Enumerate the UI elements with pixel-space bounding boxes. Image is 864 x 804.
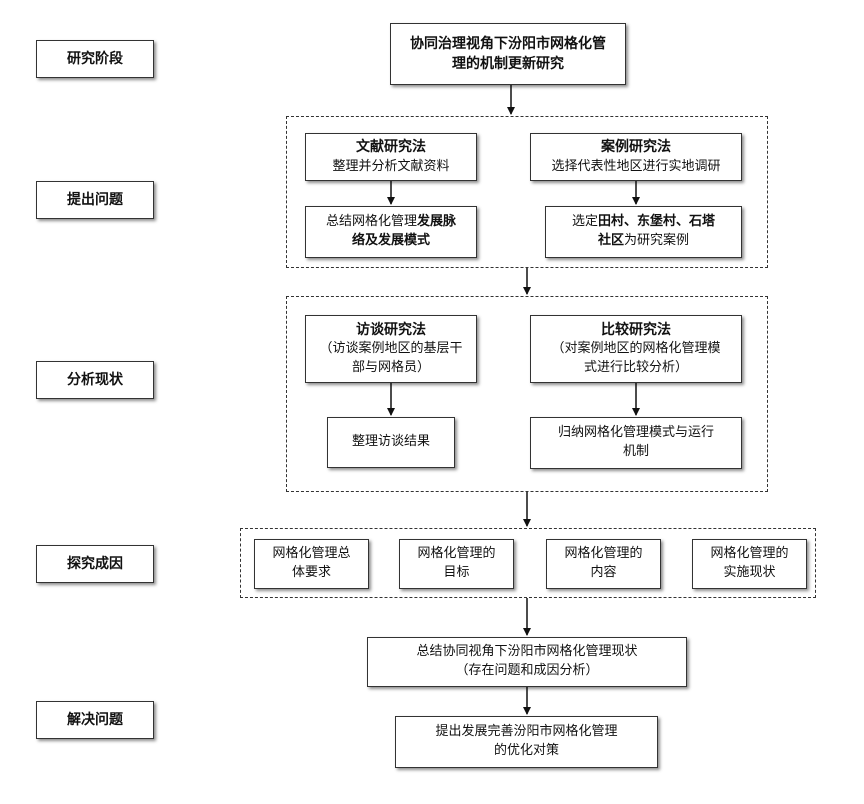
case-result-box: 选定田村、东堡村、石塔 社区为研究案例 — [545, 206, 742, 258]
literature-result-pre: 总结网格化管理 — [325, 214, 417, 230]
case-result-line2: 社区为研究案例 — [598, 232, 689, 251]
comparison-result-line1: 归纳网格化管理模式与运行 — [557, 425, 714, 441]
interview-method-sub2: 部与网格员） — [351, 360, 430, 376]
stage-label-solution: 解决问题 — [36, 701, 154, 739]
literature-result-box: 总结网格化管理发展脉 络及发展模式 — [305, 206, 477, 258]
comparison-method-title: 比较研究法 — [601, 322, 671, 338]
stage-label-text: 探究成因 — [67, 555, 123, 572]
summary-line1: 总结协同视角下汾阳市网格化管理现状 — [416, 644, 638, 660]
comparison-result-box: 归纳网格化管理模式与运行 机制 — [530, 417, 742, 469]
section-causes-container — [240, 528, 816, 598]
cause-line2: 内容 — [590, 565, 617, 580]
case-result-bold2: 社区 — [597, 233, 624, 248]
stage-label-problem: 提出问题 — [36, 181, 154, 219]
summary-line2: （存在问题和成因分析） — [455, 663, 599, 678]
cause-line2: 实施现状 — [723, 565, 776, 580]
stage-label-text: 解决问题 — [67, 711, 123, 728]
comparison-method-sub2: 式进行比较分析） — [583, 360, 688, 376]
cause-line1: 网格化管理的 — [564, 546, 643, 562]
interview-result-text: 整理访谈结果 — [351, 434, 430, 450]
literature-result-line2: 络及发展模式 — [351, 233, 430, 248]
interview-method-box: 访谈研究法 （访谈案例地区的基层干 部与网格员） — [305, 315, 477, 383]
interview-method-sub1: （访谈案例地区的基层干 — [319, 341, 463, 357]
cause-box-content: 网格化管理的 内容 — [546, 539, 661, 589]
stage-label-text: 分析现状 — [67, 371, 123, 388]
section-analysis-container — [286, 296, 768, 492]
section-problem-container — [286, 116, 768, 268]
cause-line2: 体要求 — [291, 565, 331, 580]
title-line2: 理的机制更新研究 — [452, 56, 564, 72]
literature-method-title: 文献研究法 — [356, 139, 426, 156]
comparison-method-box: 比较研究法 （对案例地区的网格化管理模 式进行比较分析） — [530, 315, 742, 383]
case-result-bold1: 田村、东堡村、石塔 — [598, 214, 716, 230]
stage-label-research: 研究阶段 — [36, 40, 154, 78]
solution-box: 提出发展完善汾阳市网格化管理 的优化对策 — [395, 716, 658, 768]
cause-line2: 目标 — [443, 565, 470, 580]
interview-result-box: 整理访谈结果 — [327, 417, 455, 468]
literature-result-bold1: 发展脉 — [417, 214, 457, 230]
case-method-subtitle: 选择代表性地区进行实地调研 — [551, 158, 721, 174]
stage-label-causes: 探究成因 — [36, 545, 154, 583]
cause-line1: 网格化管理的 — [417, 546, 496, 562]
case-method-title: 案例研究法 — [601, 139, 671, 156]
stage-label-analysis: 分析现状 — [36, 361, 154, 399]
case-result-line1: 选定田村、东堡村、石塔 — [572, 213, 715, 232]
cause-line1: 网格化管理总 — [272, 546, 351, 562]
title-box: 协同治理视角下汾阳市网格化管 理的机制更新研究 — [390, 23, 626, 85]
comparison-result-line2: 机制 — [622, 444, 649, 459]
cause-box-requirements: 网格化管理总 体要求 — [254, 539, 369, 589]
case-result-pre: 选定 — [571, 214, 598, 230]
title-line1: 协同治理视角下汾阳市网格化管 — [410, 35, 606, 52]
solution-line2: 的优化对策 — [493, 743, 559, 758]
literature-result-line1: 总结网格化管理发展脉 — [326, 213, 456, 232]
cause-line1: 网格化管理的 — [710, 546, 789, 562]
cause-box-goals: 网格化管理的 目标 — [399, 539, 514, 589]
comparison-method-sub1: （对案例地区的网格化管理模 — [551, 341, 721, 357]
summary-box: 总结协同视角下汾阳市网格化管理现状 （存在问题和成因分析） — [367, 637, 687, 687]
stage-label-text: 研究阶段 — [67, 50, 123, 67]
solution-line1: 提出发展完善汾阳市网格化管理 — [435, 724, 618, 740]
case-result-post: 为研究案例 — [624, 233, 690, 248]
case-method-box: 案例研究法 选择代表性地区进行实地调研 — [530, 133, 742, 181]
cause-box-status: 网格化管理的 实施现状 — [692, 539, 807, 589]
interview-method-title: 访谈研究法 — [356, 322, 426, 338]
literature-method-subtitle: 整理并分析文献资料 — [332, 158, 450, 174]
stage-label-text: 提出问题 — [67, 191, 123, 208]
literature-method-box: 文献研究法 整理并分析文献资料 — [305, 133, 477, 181]
